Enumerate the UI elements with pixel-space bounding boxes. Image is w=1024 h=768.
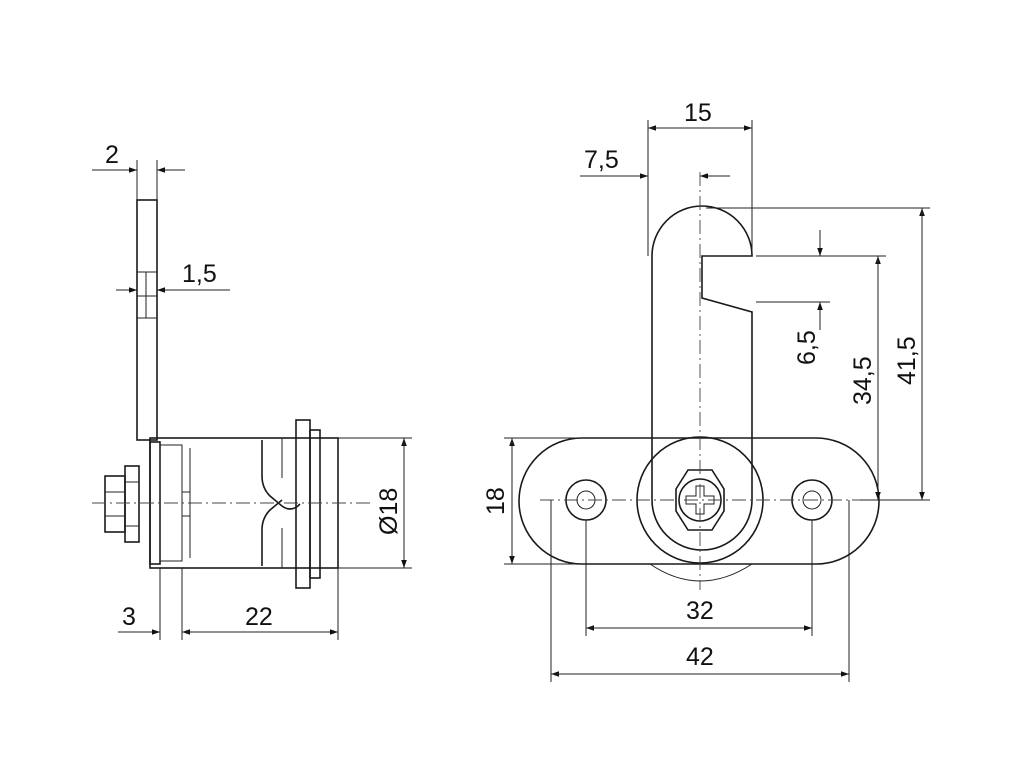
label-body-length: 22 (245, 603, 273, 631)
label-nut-length: 3 (122, 603, 136, 631)
dim-flange-thickness: 2 (92, 141, 185, 200)
side-view: 2 1,5 3 22 Ø18 (92, 141, 412, 640)
phillips-cross-icon (685, 485, 715, 515)
front-flange (518, 436, 880, 582)
label-cam-length: 41,5 (893, 336, 921, 385)
dim-slot-height: 34,5 (830, 255, 886, 501)
label-cam-width: 15 (684, 99, 712, 127)
label-slot-width: 6,5 (793, 330, 821, 365)
label-hole-spacing: 32 (686, 597, 714, 625)
cam-plate (136, 199, 158, 441)
label-cam-half-width: 7,5 (584, 146, 619, 174)
label-flange-height: 18 (482, 487, 510, 515)
front-view: 15 7,5 6,5 34,5 41 (482, 99, 930, 682)
dim-cam-thickness: 1,5 (116, 260, 230, 293)
label-cam-thickness: 1,5 (182, 260, 217, 288)
dim-cam-width: 15 (647, 99, 753, 256)
label-flange-thickness: 2 (105, 141, 119, 169)
dim-hole-spacing: 32 (585, 520, 813, 636)
cam (651, 205, 753, 551)
label-flange-width: 42 (686, 643, 714, 671)
lock-body (149, 419, 339, 589)
dim-flange-height: 18 (482, 437, 582, 565)
dim-nut-body: 3 22 (118, 568, 339, 640)
dim-slot-width: 6,5 (756, 230, 830, 365)
label-body-diameter: Ø18 (375, 488, 403, 535)
dim-cam-length: 41,5 (706, 207, 930, 501)
dim-cam-half-width: 7,5 (580, 146, 730, 179)
label-slot-height: 34,5 (849, 356, 877, 405)
dim-body-diameter: Ø18 (338, 437, 412, 569)
nut (104, 465, 140, 543)
dim-flange-width: 42 (550, 500, 850, 682)
